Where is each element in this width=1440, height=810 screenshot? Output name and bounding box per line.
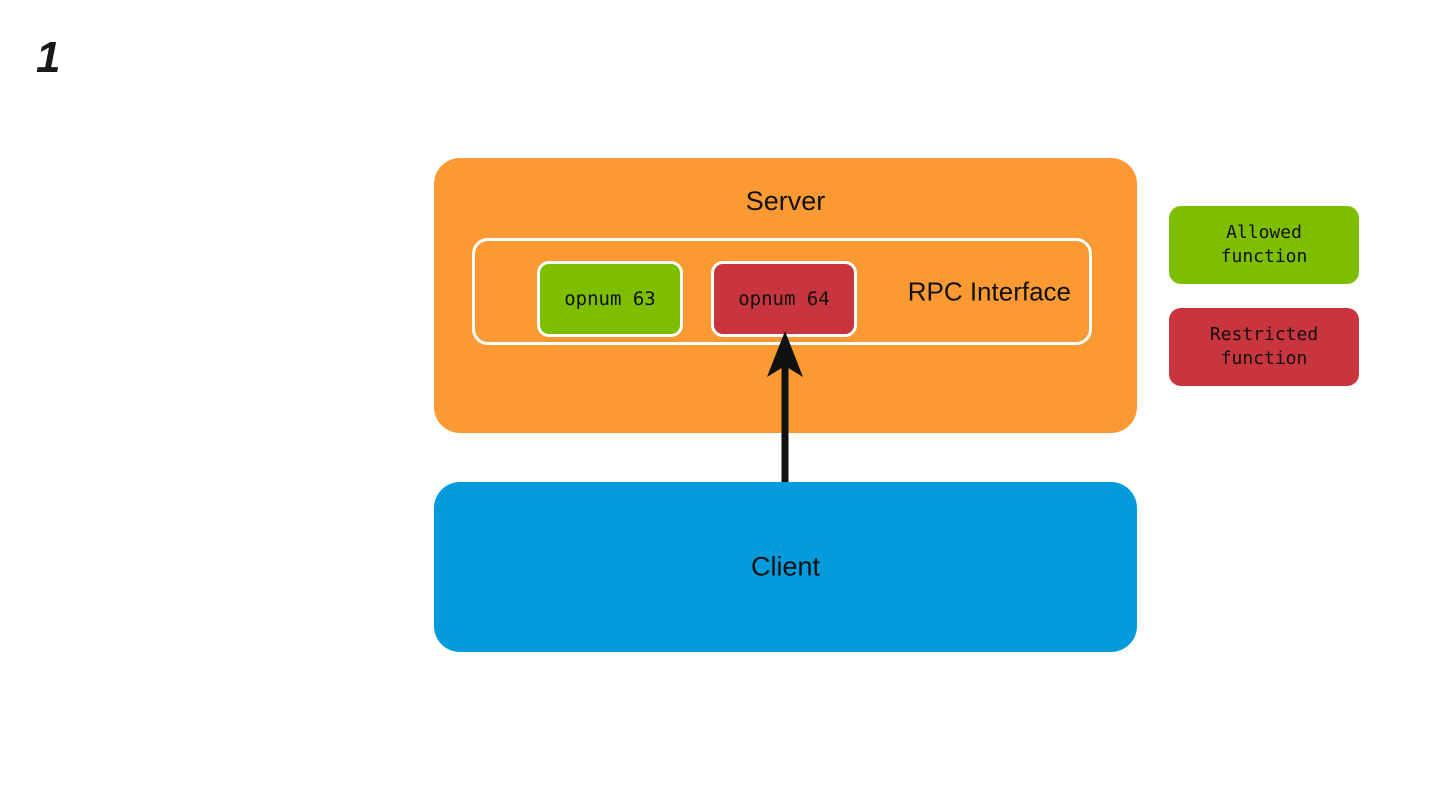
opnum-63-box[interactable]: opnum 63	[537, 261, 683, 337]
rpc-interface-label: RPC Interface	[907, 276, 1071, 306]
legend-item-allowed-function: Allowed function	[1169, 206, 1359, 284]
client-box: Client	[434, 482, 1137, 652]
server-title: Server	[745, 186, 826, 216]
legend-item-allowed-label: Allowed function	[1220, 221, 1308, 267]
legend: Allowed function Restricted function	[1169, 206, 1359, 386]
opnum-64-label: opnum 64	[738, 288, 830, 310]
legend-item-restricted-function: Restricted function	[1169, 308, 1359, 386]
legend-item-restricted-label: Restricted function	[1209, 323, 1319, 369]
client-title: Client	[750, 551, 821, 582]
opnum-63-label: opnum 63	[564, 288, 656, 310]
client-to-opnum-64-arrow	[767, 331, 803, 490]
opnum-64-box[interactable]: opnum 64	[711, 261, 857, 337]
rpc-interface-panel: opnum 63 opnum 64 RPC Interface	[472, 238, 1092, 345]
slide-number: 1	[36, 33, 61, 82]
